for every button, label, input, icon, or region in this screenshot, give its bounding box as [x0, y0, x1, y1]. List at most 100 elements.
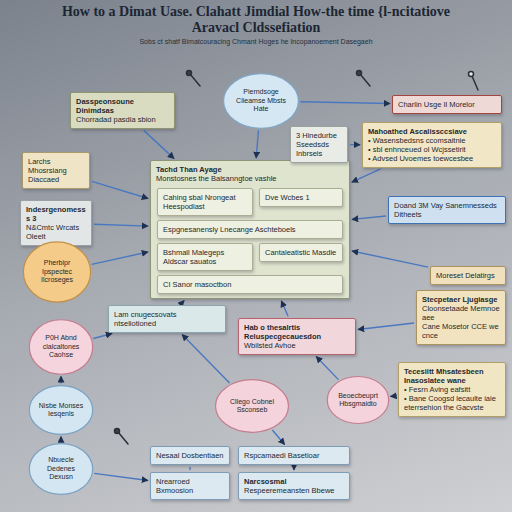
node-heading: Stecpetaer Ljugiasge	[422, 295, 500, 304]
connector-arrow	[60, 376, 61, 383]
text-group: Nbuecle Dedenes Dexusn	[36, 442, 86, 496]
circle-shape	[327, 377, 388, 424]
node-heading: Hab o thesalrtis Reluspecgecauesdon	[244, 323, 350, 341]
topic-circle: P0H Abnd clalcaltones Caohse	[28, 318, 94, 376]
text-group: Rspcamaedi Basetioar	[244, 451, 344, 460]
node-heading: Tachd Than Ayage	[156, 165, 344, 174]
push-pin	[187, 71, 201, 87]
node-text: Cantaleatistic Masdie	[265, 248, 337, 257]
topic-circle: Pierndsoge Clieamse Mbsts Hate	[222, 72, 300, 130]
text-group: Doand 3M Vay Sanemnesseds Ditheets	[394, 201, 500, 219]
text-group: 3 Hinedurbe Sseedsds Inbrseis	[296, 131, 342, 158]
connector-arrow	[92, 181, 148, 198]
circle-shape	[216, 380, 289, 433]
node-text: Pierndsoge Clieamse Mbsts Hate	[231, 88, 290, 113]
topic-box: Nrearroed Bxmoosion	[150, 472, 230, 500]
connector-arrow	[352, 251, 428, 267]
push-pin	[357, 71, 371, 87]
connector-arrow	[60, 436, 61, 441]
connector-arrow	[92, 252, 148, 264]
text-group: Nrearroed Bxmoosion	[156, 477, 224, 495]
node-heading: Mahoathed Ascalissccsiave	[368, 127, 496, 136]
subtitle-note: Sobs ct shatf Bimatcouracing Chmant Hoge…	[70, 38, 442, 46]
pin-needle	[118, 432, 128, 444]
connector-arrow	[390, 395, 396, 397]
node-text: N&Cmtc Wrcats Oleelt	[26, 223, 86, 241]
node-text: Nesaal Dosbentiaen	[156, 451, 224, 460]
topic-circle: Nbuecle Dedenes Dexusn	[28, 442, 94, 496]
item-box: Cantaleatistic Masdie	[259, 243, 343, 262]
topic-circle: Pherbipr Ipspectec Ilcroseges	[22, 240, 92, 304]
text-group: Dasspeonsoune DinimdsasChorradad pasdia …	[76, 97, 169, 124]
node-text: Charlin Usge Il Morelor	[398, 100, 496, 109]
text-group: Cllego Cobnel Ssconseb	[223, 378, 281, 434]
connector-arrow	[94, 473, 148, 480]
node-text: Cane Mosetor CCE we cnce	[422, 322, 500, 340]
item-box: Espgnesanensly Lnecange Aschteboels	[157, 220, 343, 239]
node-text: • Advsed Uvoemes toewcesbee	[368, 154, 496, 163]
node-text: • Fesrn Aving eafsitt	[404, 385, 500, 394]
text-group: Charlin Usge Il Morelor	[398, 100, 496, 109]
text-group: Lam cnugecsovats ntseliotioned	[114, 310, 220, 328]
node-text: 3 Hinedurbe Sseedsds Inbrseis	[296, 131, 342, 158]
diagram-title: How to a Dimat Uase. Clahatt Jimdial How…	[52, 4, 460, 36]
topic-circle: Beoecbeuprt Hbsgmaidto	[326, 375, 390, 425]
connector-arrow	[293, 467, 294, 470]
topic-box: Hab o thesalrtis ReluspecgecauesdonWbils…	[238, 318, 356, 355]
pin-needle	[472, 76, 478, 90]
bullet-box: Mahoathed Ascalissccsiave• Wasensbedsns …	[362, 122, 502, 168]
topic-box: Moreset Delatirgs	[430, 266, 506, 285]
text-group: P0H Abnd clalcaltones Caohse	[36, 318, 86, 376]
push-pin	[115, 429, 129, 445]
node-text: Beoecbeuprt Hbsgmaidto	[334, 392, 383, 409]
text-group: Pherbipr Ipspectec Ilcroseges	[30, 240, 83, 304]
topic-box: Indesrgenomesss 3N&Cmtc Wrcats Oleelt	[20, 200, 92, 246]
topic-circle: Nisbe Monses Iesqenls	[28, 384, 94, 436]
node-text: Dve Wcbes 1	[265, 193, 337, 202]
connector-arrow	[352, 169, 381, 182]
item-box: Dve Wcbes 1	[259, 188, 343, 207]
connector-arrow	[94, 224, 148, 226]
node-text: Pherbipr Ipspectec Ilcroseges	[30, 259, 83, 284]
topic-box: Lam cnugecsovats ntseliotioned	[108, 305, 226, 333]
node-text: Nrearroed Bxmoosion	[156, 477, 224, 495]
node-text: Lam cnugecsovats ntseliotioned	[114, 310, 220, 328]
bullet-box: Tecesiitt Mhsatesbeen Inasoslatee wane• …	[398, 362, 506, 417]
text-group: Moreset Delatirgs	[436, 271, 500, 280]
connector-arrow	[189, 467, 190, 470]
node-text: Nisbe Monses Iesqenls	[36, 402, 86, 419]
text-group: Cantaleatistic Masdie	[265, 248, 337, 257]
text-group: Cahing sbal Nrongeat Heespodlast	[163, 193, 247, 211]
circle-shape	[224, 74, 299, 129]
connector-arrow	[272, 430, 284, 445]
topic-circle: Cllego Cobnel Ssconseb	[214, 378, 290, 434]
node-text: Moreset Delatirgs	[436, 271, 500, 280]
node-text: Respeeremeansten Bbewe	[244, 486, 344, 495]
push-pin	[469, 72, 479, 91]
connector-arrow	[182, 334, 230, 383]
text-group: Indesrgenomesss 3N&Cmtc Wrcats Oleelt	[26, 205, 86, 241]
text-group: Tecesiitt Mhsatesbeen Inasoslatee wane• …	[404, 367, 500, 412]
topic-box: Dasspeonsoune DinimdsasChorradad pasdia …	[70, 92, 175, 129]
node-text: Espgnesanensly Lnecange Aschteboels	[163, 225, 337, 234]
item-box: Cahing sbal Nrongeat Heespodlast	[157, 188, 253, 216]
topic-box: Charlin Usge Il Morelor	[392, 95, 502, 114]
node-text: Wbilsted Avhoe	[244, 341, 350, 350]
topic-box: Rspcamaedi Basetioar	[238, 446, 350, 465]
pin-head	[115, 429, 120, 434]
text-group: Tachd Than AyageMonstosnes the Balsanngt…	[156, 165, 344, 183]
topic-box: Larchs Mhosrsiang Diaccaed	[22, 152, 90, 189]
connector-arrow	[352, 216, 386, 219]
topic-box: Doand 3M Vay Sanemnesseds Ditheets	[388, 196, 506, 224]
node-text: Cloonsetaade Memnoe aee	[422, 304, 500, 322]
connector-arrow	[316, 356, 338, 379]
text-group: Hab o thesalrtis ReluspecgecauesdonWbils…	[244, 323, 350, 350]
node-heading: Narcsosmal	[244, 477, 344, 486]
node-text: Doand 3M Vay Sanemnesseds Ditheets	[394, 201, 500, 219]
text-group: Espgnesanensly Lnecange Aschteboels	[163, 225, 337, 234]
text-group: Stecpetaer LjugiasgeCloonsetaade Memnoe …	[422, 295, 500, 340]
pin-head	[187, 71, 192, 76]
item-box: Bshmall Malegeps Aldscar sauatos	[157, 243, 253, 271]
pin-head	[357, 71, 362, 76]
node-text: Cahing sbal Nrongeat Heespodlast	[163, 193, 247, 211]
